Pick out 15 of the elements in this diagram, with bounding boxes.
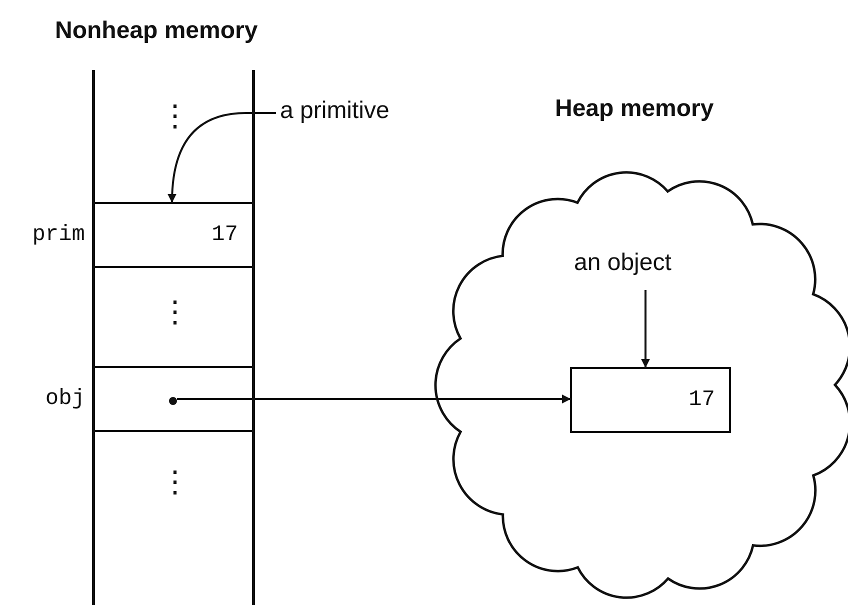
memory-cell [570,367,731,433]
heading: Heap memory [555,96,714,122]
arrow [177,394,571,404]
ellipsis: ⋮ [160,100,190,133]
ellipsis: ⋮ [160,296,190,329]
heading: Nonheap memory [55,18,258,44]
arrow [168,112,276,203]
value-text: 17 [688,388,715,412]
value-text: 17 [212,223,238,248]
variable-name: obj [44,387,85,412]
annotation-text: an object [574,250,672,276]
ellipsis: ⋮ [160,466,190,499]
variable-name: prim [31,223,85,248]
annotation-text: a primitive [280,98,390,124]
arrow [641,290,650,368]
